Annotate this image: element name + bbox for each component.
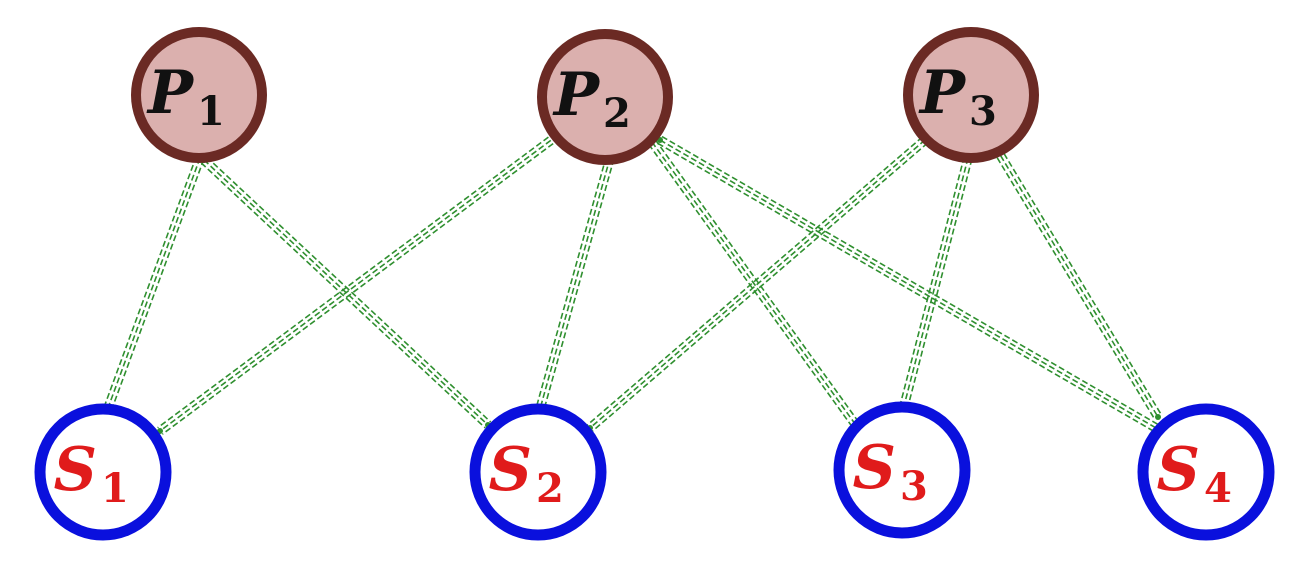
edge-stroke (661, 135, 1166, 430)
edge-p1-s1 (103, 155, 205, 411)
edge-endpoint (1155, 414, 1161, 420)
edge-stroke (586, 136, 923, 426)
edge-stroke (991, 149, 1156, 420)
node-subscript: 4 (1204, 465, 1232, 512)
edge-stroke (539, 157, 611, 410)
node-circle (903, 27, 1039, 163)
edge-stroke (543, 158, 615, 411)
edge-stroke (589, 139, 926, 429)
edge-stroke (206, 156, 492, 423)
node-letter: S (54, 435, 97, 505)
edges-layer (103, 131, 1166, 437)
node-letter: P (146, 58, 195, 128)
edge-p3-s4 (991, 145, 1163, 420)
edge-stroke (159, 134, 559, 432)
edge-p3-s2 (586, 136, 929, 432)
node-circle (131, 27, 267, 163)
edge-p2-s2 (535, 155, 615, 412)
node-circle (833, 401, 971, 539)
edge-stroke (107, 157, 201, 409)
node-subscript: 2 (536, 465, 564, 512)
edge-stroke (103, 156, 197, 407)
edge-stroke (161, 137, 561, 435)
edge-stroke (899, 156, 965, 406)
edge-stroke (157, 131, 557, 429)
edge-p2-s3 (648, 139, 862, 431)
edge-stroke (903, 157, 969, 407)
edge-stroke (659, 139, 1164, 433)
node-letter: S (489, 435, 532, 505)
node-letter: S (853, 433, 896, 503)
node-letter: P (918, 58, 967, 128)
edge-stroke (907, 158, 973, 408)
edge-stroke (592, 142, 929, 432)
node-subscript: 3 (900, 463, 928, 510)
edge-stroke (998, 145, 1163, 416)
edge-stroke (651, 141, 859, 429)
node-circle (537, 29, 673, 165)
edge-stroke (657, 142, 1162, 437)
node-subscript: 2 (603, 90, 631, 137)
edge-stroke (648, 143, 856, 431)
node-circle (1137, 403, 1275, 541)
edge-stroke (995, 147, 1159, 418)
node-circle (469, 403, 607, 541)
node-subscript: 1 (197, 88, 225, 135)
edge-stroke (535, 156, 607, 409)
edge-stroke (111, 159, 205, 410)
edge-p3-s3 (899, 155, 973, 409)
node-circle (34, 403, 172, 541)
node-subscript: 1 (101, 465, 129, 512)
node-subscript: 3 (969, 88, 997, 135)
node-letter: S (1157, 435, 1200, 505)
node-letter: P (552, 60, 601, 130)
edge-stroke (200, 162, 486, 429)
